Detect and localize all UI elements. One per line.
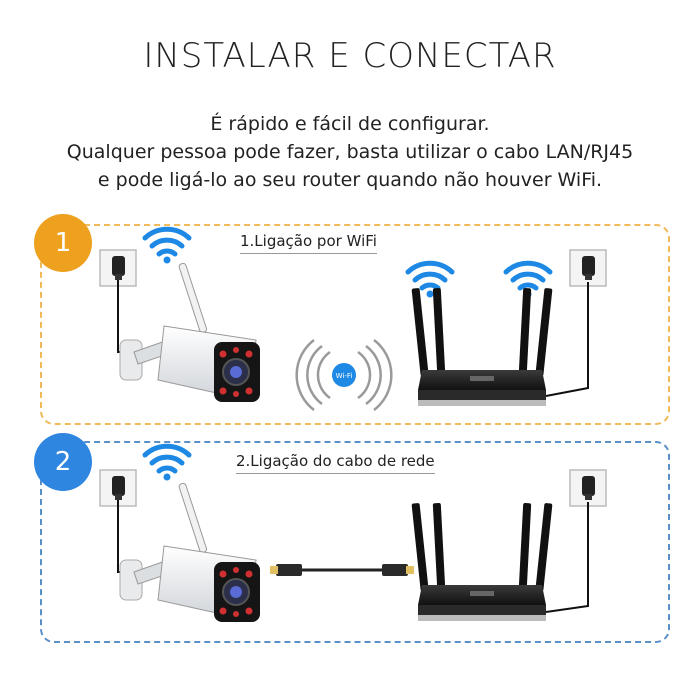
router-icon — [411, 287, 553, 406]
wifi-signal-icon — [145, 229, 189, 263]
power-cable — [545, 282, 589, 397]
step-number-badge: 2 — [34, 433, 92, 491]
step-label: 2.Ligação do cabo de rede — [236, 452, 435, 474]
cable-connection-panel — [40, 441, 670, 643]
wifi-badge-text: Wi-Fi — [336, 372, 353, 380]
ip-camera-icon — [119, 481, 261, 623]
wifi-signal-icon — [145, 446, 189, 480]
ethernet-cable-icon — [270, 564, 414, 576]
router-icon — [411, 502, 553, 621]
power-cable — [545, 502, 589, 613]
step-label: 1.Ligação por WiFi — [240, 232, 377, 254]
wifi-waves-icon — [295, 339, 393, 411]
ip-camera-icon — [119, 261, 261, 403]
wifi-connection-panel — [40, 224, 670, 425]
power-socket-icon — [569, 249, 607, 287]
power-socket-icon — [569, 469, 607, 507]
step-number-badge: 1 — [34, 214, 92, 272]
description-line: É rápido e fácil de configurar. — [210, 113, 490, 135]
description-line: Qualquer pessoa pode fazer, basta utiliz… — [66, 141, 634, 163]
description-line: e pode ligá-lo ao seu router quando não … — [97, 169, 603, 191]
page-title: INSTALAR E CONECTAR — [143, 36, 557, 76]
description: É rápido e fácil de configurar. Qualquer… — [0, 110, 700, 194]
